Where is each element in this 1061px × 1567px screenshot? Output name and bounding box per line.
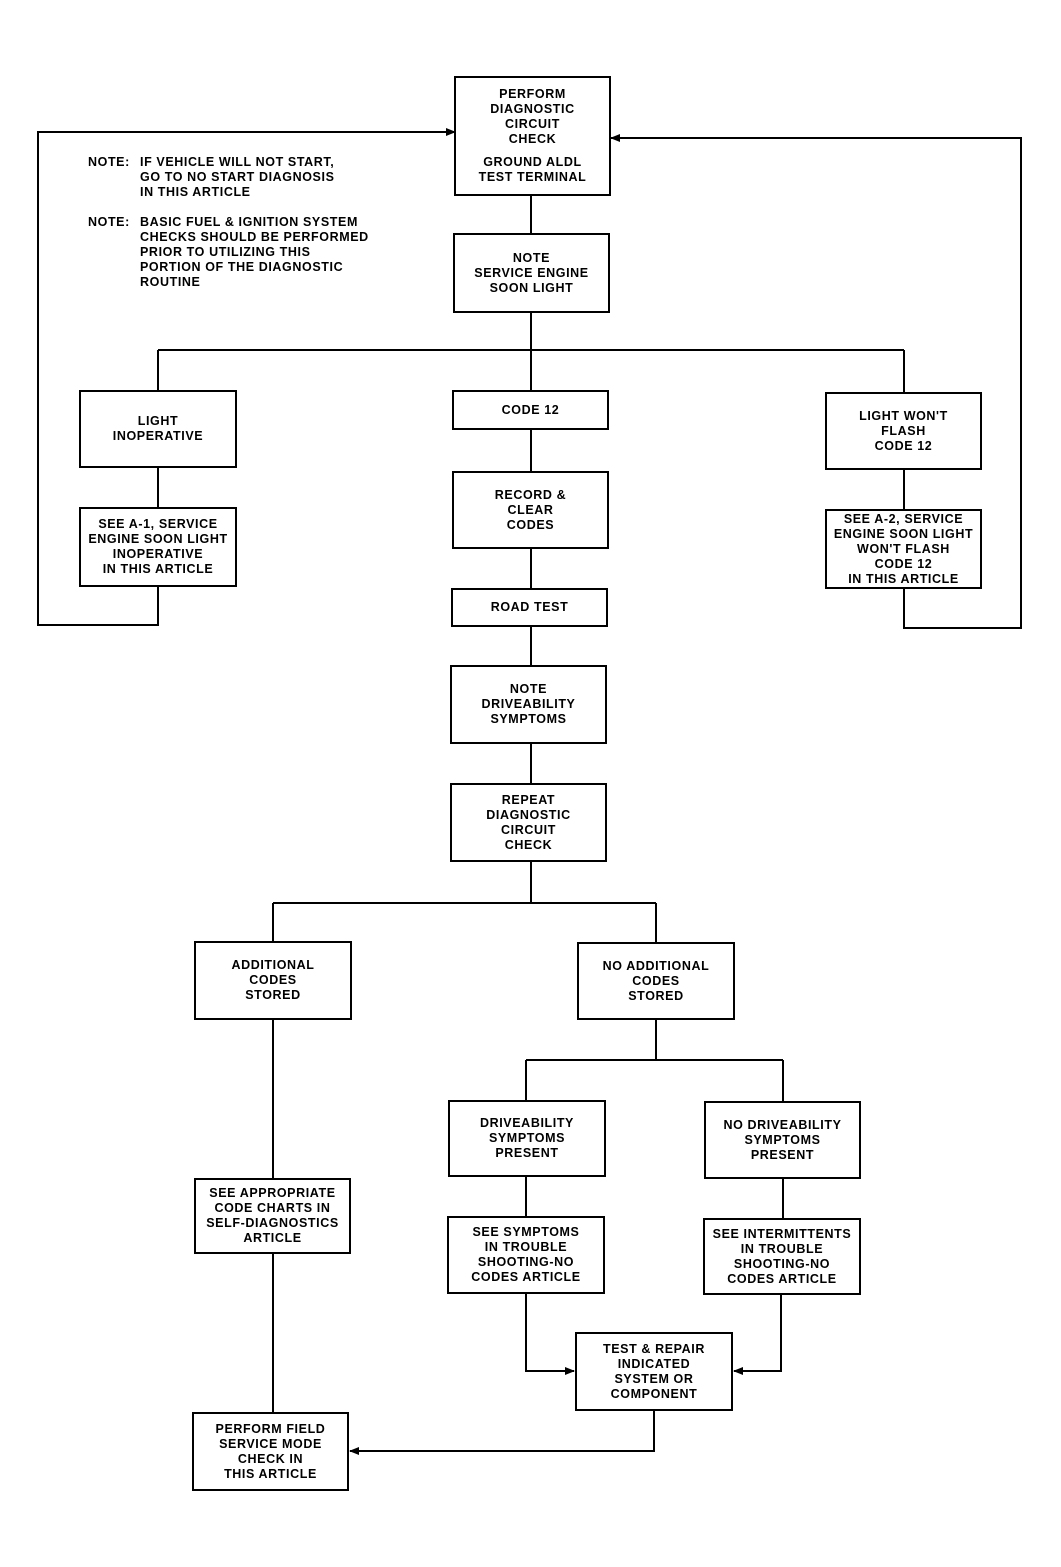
connector-test-to-field bbox=[349, 1411, 655, 1455]
note-text: BASIC FUEL & IGNITION SYSTEM CHECKS SHOU… bbox=[140, 215, 369, 289]
box-see-a1: SEE A-1, SERVICE ENGINE SOON LIGHT INOPE… bbox=[79, 507, 237, 587]
note-text: IF VEHICLE WILL NOT START, GO TO NO STAR… bbox=[140, 155, 335, 199]
box-additional-codes: ADDITIONAL CODES STORED bbox=[194, 941, 352, 1020]
box-light-wont-flash: LIGHT WON'T FLASH CODE 12 bbox=[825, 392, 982, 470]
box-text: GROUND ALDL TEST TERMINAL bbox=[478, 155, 587, 184]
box-see-a2: SEE A-2, SERVICE ENGINE SOON LIGHT WON'T… bbox=[825, 509, 982, 589]
box-field-service-check: PERFORM FIELD SERVICE MODE CHECK IN THIS… bbox=[192, 1412, 349, 1491]
note-label: NOTE: bbox=[88, 155, 130, 169]
connector-left-loop bbox=[37, 128, 456, 626]
box-light-inoperative: LIGHT INOPERATIVE bbox=[79, 390, 237, 468]
connector-right-loop bbox=[610, 134, 1022, 629]
box-no-driveability-present: NO DRIVEABILITY SYMPTOMS PRESENT bbox=[704, 1101, 861, 1179]
box-note-driveability: NOTE DRIVEABILITY SYMPTOMS bbox=[450, 665, 607, 744]
note-basic-checks: NOTE: BASIC FUEL & IGNITION SYSTEM CHECK… bbox=[88, 215, 369, 290]
box-driveability-present: DRIVEABILITY SYMPTOMS PRESENT bbox=[448, 1100, 606, 1177]
connector-symptoms-to-test bbox=[525, 1294, 575, 1375]
box-test-repair: TEST & REPAIR INDICATED SYSTEM OR COMPON… bbox=[575, 1332, 733, 1411]
note-no-start: NOTE: IF VEHICLE WILL NOT START, GO TO N… bbox=[88, 155, 335, 200]
box-perform-diagnostic-check: PERFORM DIAGNOSTIC CIRCUIT CHECK GROUND … bbox=[454, 76, 611, 196]
connector-intermittents-to-test bbox=[733, 1295, 782, 1375]
box-code-12: CODE 12 bbox=[452, 390, 609, 430]
box-text: PERFORM DIAGNOSTIC CIRCUIT CHECK bbox=[490, 87, 575, 146]
box-road-test: ROAD TEST bbox=[451, 588, 608, 627]
box-repeat-check: REPEAT DIAGNOSTIC CIRCUIT CHECK bbox=[450, 783, 607, 862]
note-label: NOTE: bbox=[88, 215, 130, 229]
box-no-additional-codes: NO ADDITIONAL CODES STORED bbox=[577, 942, 735, 1020]
box-see-intermittents: SEE INTERMITTENTS IN TROUBLE SHOOTING-NO… bbox=[703, 1218, 861, 1295]
box-see-code-charts: SEE APPROPRIATE CODE CHARTS IN SELF-DIAG… bbox=[194, 1178, 351, 1254]
box-see-symptoms: SEE SYMPTOMS IN TROUBLE SHOOTING-NO CODE… bbox=[447, 1216, 605, 1294]
box-record-clear-codes: RECORD & CLEAR CODES bbox=[452, 471, 609, 549]
box-note-service-engine-light: NOTE SERVICE ENGINE SOON LIGHT bbox=[453, 233, 610, 313]
